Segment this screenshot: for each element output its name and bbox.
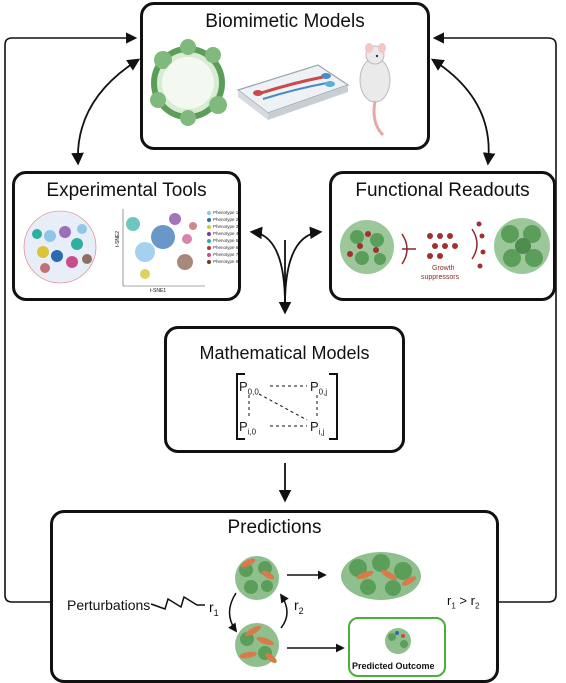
predicted-outcome-frame [348,617,446,677]
biomimetic-illustrations [150,39,391,137]
organoid-icon [150,39,227,126]
experimental-tools-box: Experimental Tools t-SNE1 t-SNE2 Phenoty… [12,171,241,301]
matrix-entry-i0: Pi,0 [239,419,257,437]
legend-item: Phenotype 5 [207,238,238,243]
functional-readouts-box: Functional Readouts Growth suppressors [329,171,556,301]
r1-label: r1 [209,599,219,618]
predicted-tumor-icon [385,628,411,654]
perturbation-zigzag [150,595,205,610]
legend-item: Phenotype 4 [207,231,238,236]
tsne-xlabel: t-SNE1 [150,288,167,294]
cell-cluster-icon [23,210,97,284]
tsne-ylabel: t-SNE2 [115,230,122,248]
predicted-outcome-label: Predicted Outcome [352,661,435,671]
legend-item: Phenotype 8 [207,259,238,264]
right-feedback-arrow [432,32,557,603]
biomimetic-experimental-arrow [71,58,141,166]
functional-illustrations [340,218,550,274]
perturbations-label: Perturbations [67,597,151,613]
biomimetic-models-box: Biomimetic Models [140,2,430,150]
organ-on-chip-icon [236,64,350,120]
matrix-entry-ij: Pi,j [310,419,325,437]
functional-readouts-title: Functional Readouts [355,180,530,201]
tumor-top-icon [235,556,279,600]
experimental-tools-title: Experimental Tools [46,180,207,201]
suppressors-label: suppressors [421,274,460,281]
biomimetic-functional-arrow [430,58,496,166]
matrix-entry-00: P0,0 [239,379,259,397]
grown-spheroid-icon [494,218,550,274]
left-feedback-arrow [4,32,138,603]
legend-item: Phenotype 6 [207,245,238,250]
predictions-illustrations [150,552,421,667]
r2-label: r2 [294,597,304,616]
tsne-plot [122,209,205,287]
legend-item: Phenotype 7 [207,252,238,257]
legend-item: Phenotype 2 [207,217,238,222]
growth-label: Growth [432,265,455,272]
tumor-spheroid-icon [340,220,394,274]
large-tumor-icon [341,552,421,600]
legend-item: Phenotype 3 [207,224,238,229]
matrix-graphic [236,373,338,440]
fork-to-experimental [249,226,286,306]
growth-suppressors-icon [427,233,458,259]
rate-comparison: r1 > r2 [447,593,480,611]
tumor-bottom-icon [235,623,279,667]
fork-to-functional [284,226,323,306]
matrix-entry-0j: P0,j [310,379,328,397]
legend-item: Phenotype 1 [207,210,238,215]
predictions-title: Predictions [227,517,322,538]
experimental-illustrations [23,209,205,287]
mathematical-models-box: Mathematical Models P0,0 P0,j Pi,0 Pi,j [164,326,405,453]
biomimetic-models-title: Biomimetic Models [205,11,365,32]
mouse-icon [359,43,391,137]
predictions-box: Predictions [50,510,499,683]
mathematical-models-title: Mathematical Models [199,343,370,363]
